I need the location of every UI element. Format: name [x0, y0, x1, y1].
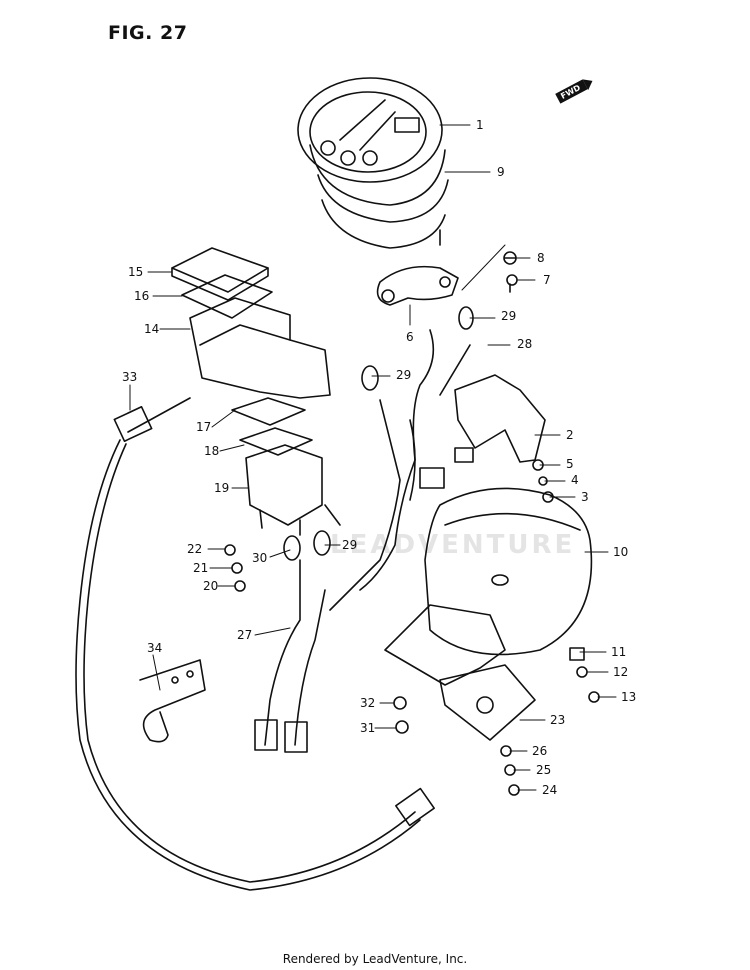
lower-bracket: [384, 604, 536, 741]
leader-lines: [129, 124, 617, 791]
figure-title: FIG. 27: [108, 22, 188, 44]
callout: 22: [187, 542, 203, 556]
callout: 27: [237, 628, 253, 642]
speedometer-cable: [75, 397, 435, 891]
callout: 1: [476, 118, 484, 132]
small-hardware: [224, 459, 600, 796]
callout: 29: [342, 538, 358, 552]
callout: 26: [532, 744, 548, 758]
callout: 2: [566, 428, 574, 442]
callout: 19: [214, 481, 230, 495]
callout: 29: [501, 309, 517, 323]
callout: 18: [204, 444, 220, 458]
meter-cover: [424, 487, 593, 656]
speedometer-gauge: [297, 77, 449, 249]
callout: 32: [360, 696, 376, 710]
callout: 15: [128, 265, 144, 279]
callout: 12: [613, 665, 629, 679]
callout: 21: [193, 561, 209, 575]
callout: 25: [536, 763, 552, 777]
callout: 4: [571, 473, 579, 487]
watermark: LEADVENTURE: [330, 530, 576, 560]
callout: 33: [122, 370, 138, 384]
callout: 16: [134, 289, 150, 303]
callout: 8: [537, 251, 545, 265]
callout: 23: [550, 713, 566, 727]
callout: 11: [611, 645, 627, 659]
wiring-harness: [254, 306, 474, 753]
callout: 28: [517, 337, 533, 351]
socket-assembly: [231, 397, 341, 536]
callout: 10: [613, 545, 629, 559]
indicator-bracket: [454, 374, 546, 463]
callout: 24: [542, 783, 558, 797]
callout: 6: [406, 330, 414, 344]
callout: 20: [203, 579, 219, 593]
mounting-bracket: [376, 265, 459, 306]
callout: 34: [147, 641, 163, 655]
callout: 29: [396, 368, 412, 382]
callout: 13: [621, 690, 637, 704]
indicator-housing: [171, 247, 331, 399]
callout: 31: [360, 721, 376, 735]
cable-clamp: [139, 659, 206, 743]
callout: 14: [144, 322, 160, 336]
footer-credit: Rendered by LeadVenture, Inc.: [282, 952, 468, 966]
callout: 5: [566, 457, 574, 471]
callout: 9: [497, 165, 505, 179]
callout: 7: [543, 273, 551, 287]
callout: 3: [581, 490, 589, 504]
callout: 30: [252, 551, 268, 565]
callout: 17: [196, 420, 212, 434]
